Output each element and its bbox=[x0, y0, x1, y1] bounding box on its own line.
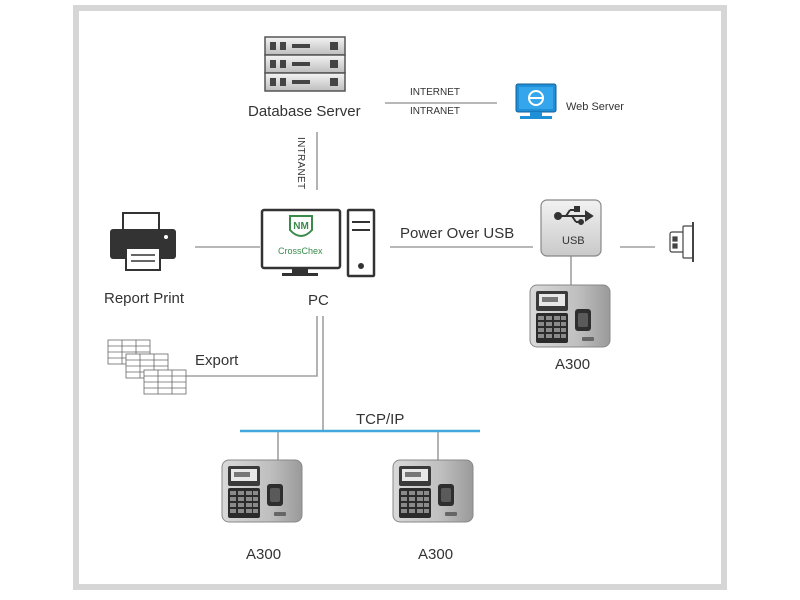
usb-hub-icon bbox=[540, 199, 602, 257]
crosschex-logo-label: CrossChex bbox=[278, 246, 323, 256]
device-left-label: A300 bbox=[246, 546, 282, 563]
report-print-label: Report Print bbox=[104, 290, 185, 307]
export-sheets-icon bbox=[107, 339, 187, 395]
connector-lines bbox=[178, 102, 655, 460]
pc-label: PC bbox=[308, 292, 329, 309]
printer-icon bbox=[110, 212, 176, 271]
device-middle-label: A300 bbox=[418, 546, 454, 563]
tcp-ip-label: TCP/IP bbox=[356, 411, 405, 428]
export-label: Export bbox=[195, 352, 239, 369]
pc-tower-icon bbox=[346, 208, 376, 278]
pc-monitor-icon: NM bbox=[260, 208, 342, 276]
svg-text:NM: NM bbox=[293, 221, 309, 232]
web-server-icon bbox=[515, 83, 557, 119]
link-pc-export bbox=[178, 316, 318, 377]
fingerprint-terminal-icon bbox=[392, 459, 474, 523]
fingerprint-terminal-icon bbox=[221, 459, 303, 523]
intranet-vertical-label: INTRANET bbox=[295, 137, 306, 190]
power-over-usb-label: Power Over USB bbox=[400, 225, 515, 242]
usb-label: USB bbox=[562, 235, 585, 247]
fingerprint-terminal-icon bbox=[529, 284, 611, 348]
database-server-label: Database Server bbox=[248, 103, 361, 120]
usb-plug-icon bbox=[669, 222, 694, 262]
web-server-label: Web Server bbox=[566, 101, 624, 113]
intranet-label: INTRANET bbox=[410, 106, 460, 117]
internet-label: INTERNET bbox=[410, 87, 460, 98]
server-icon bbox=[264, 36, 346, 92]
device-right-label: A300 bbox=[555, 356, 591, 373]
